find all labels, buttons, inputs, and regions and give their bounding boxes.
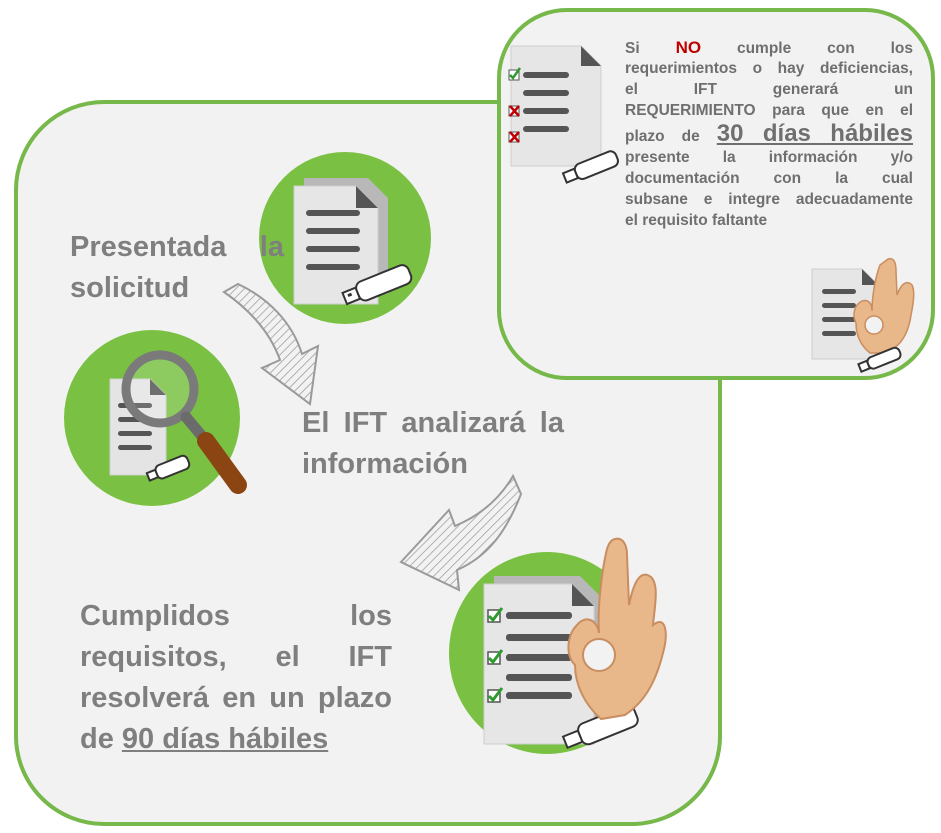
deadline-30: 30 días hábiles [716,120,913,147]
note-line: el requisito faltante [625,212,768,229]
note-line: REQUERIMIENTO para que en el [625,102,913,119]
note-line: Si NO cumple con los [625,37,913,58]
note-no: NO [675,38,702,57]
checklist-icon [483,576,639,750]
requirement-note-text: Si NO cumple con los requerimientos o ha… [625,37,913,231]
note-word: el [625,81,638,98]
note-line: documentación con la cual [625,170,913,187]
step1-text: Presentada la [70,227,284,268]
step3-line: Cumplidos los [80,600,392,632]
step3-line: requisitos, el IFT [80,641,392,673]
note-word: Si [625,40,640,57]
note-word: un [894,81,913,98]
deadline-90: 90 días hábiles [121,723,329,755]
note-word: con [827,40,855,57]
checklist-icon [508,45,619,184]
ok-hand-icon [567,537,667,721]
note-line: plazo de 30 días hábiles [625,121,913,147]
note-line: el IFT generará un [625,79,913,100]
document-usb-icon [293,178,413,306]
step2-line: El IFT analizará la [302,407,564,439]
step1-line: Presentada la [70,231,284,263]
note-word: plazo de [625,128,700,145]
ok-hand-icon [811,257,915,373]
magnifier-icon [109,350,247,494]
note-line: subsane e integre adecuadamente [625,191,913,208]
striped-arrow-icon [399,473,523,592]
note-word: los [890,40,914,57]
note-word: IFT [693,81,717,98]
step3-line: resolverá en un plazo [80,682,392,714]
step2-line: información [302,448,468,480]
step1-line: solicitud [70,272,190,304]
note-line: requerimientos o hay deficiencias, [625,60,913,77]
step3-text: Cumplidos los requisitos, el IFT resolve… [80,596,392,760]
step3-line: de 90 días hábiles [80,719,392,760]
step2-text: El IFT analizará la información [302,403,564,485]
striped-arrow-icon [222,282,320,406]
step1-text: solicitud [70,268,189,309]
step3-prefix: de [80,723,122,755]
note-word: generará [772,81,839,98]
note-word: cumple [736,40,792,57]
note-line: presente la información y/o [625,149,913,166]
